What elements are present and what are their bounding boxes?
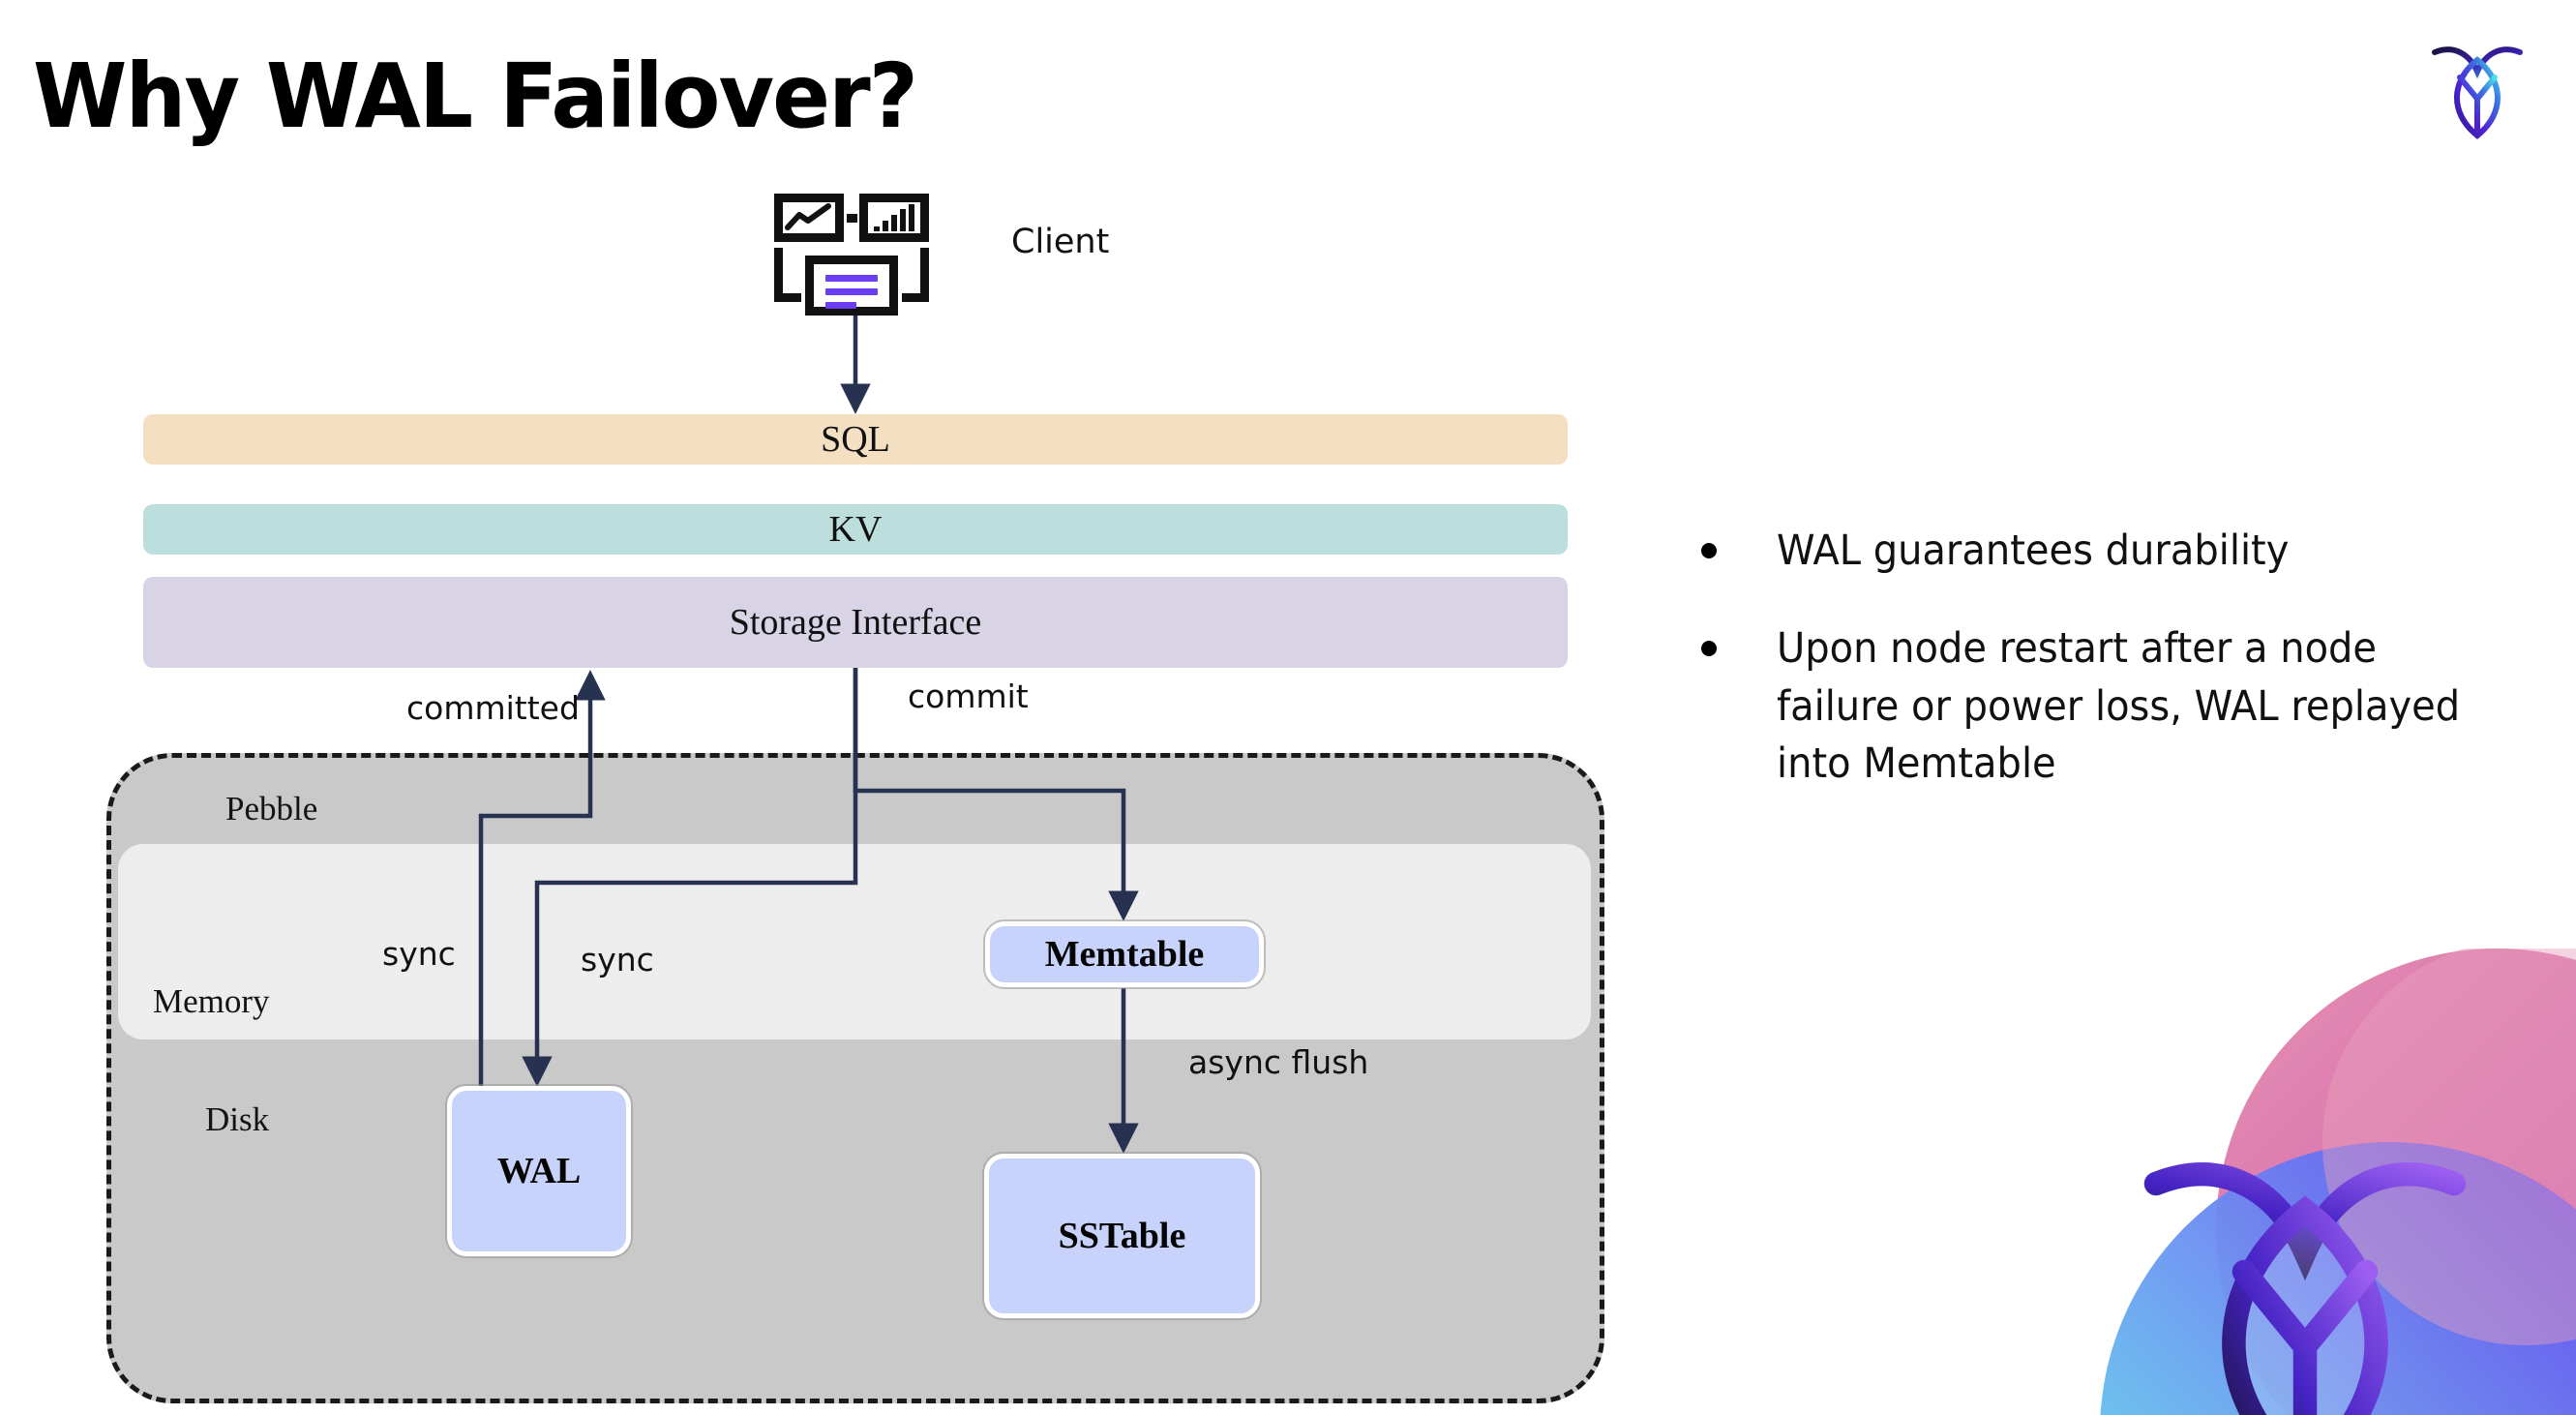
edge-label-async-flush: async flush [1188, 1043, 1369, 1081]
document-icon [805, 256, 898, 316]
entity-sstable: SSTable [984, 1154, 1260, 1318]
bracket-right-icon [902, 248, 929, 302]
entity-wal: WAL [447, 1086, 631, 1256]
region-label-memory: Memory [153, 982, 270, 1020]
edge-label-committed: committed [406, 689, 580, 727]
decorative-corner-graphic [2100, 948, 2576, 1415]
entity-memtable: Memtable [985, 921, 1264, 987]
bullet-text: WAL guarantees durability [1777, 527, 2290, 575]
entity-label-memtable: Memtable [1044, 934, 1205, 975]
bracket-left-icon [774, 248, 801, 302]
layer-label-kv: KV [828, 509, 883, 550]
layer-bar-kv: KV [143, 504, 1568, 555]
layer-bar-sql: SQL [143, 414, 1568, 465]
page-title: Why WAL Failover? [33, 45, 918, 148]
list-item: Upon node restart after a node failure o… [1701, 620, 2533, 793]
region-label-disk: Disk [205, 1100, 270, 1138]
memory-region [118, 844, 1591, 1039]
client-dashboard-icon [774, 194, 929, 316]
list-item: WAL guarantees durability [1701, 523, 2533, 580]
layer-label-storage-interface: Storage Interface [729, 602, 982, 643]
bar-chart-icon [859, 194, 929, 242]
dash-separator-icon [847, 214, 857, 223]
layer-bar-storage-interface: Storage Interface [143, 577, 1568, 668]
entity-label-sstable: SSTable [1058, 1216, 1186, 1256]
entity-label-wal: WAL [496, 1151, 582, 1191]
edge-label-sync-left: sync [382, 935, 456, 973]
line-chart-icon [774, 194, 844, 242]
client-label: Client [1011, 223, 1110, 261]
bullet-list: WAL guarantees durability Upon node rest… [1701, 523, 2533, 833]
bullet-dot-icon [1701, 641, 1717, 657]
bullet-dot-icon [1701, 543, 1717, 558]
bullet-text: Upon node restart after a node failure o… [1777, 624, 2461, 788]
cockroachdb-logo [2432, 46, 2523, 139]
layer-label-sql: SQL [821, 419, 890, 460]
edge-label-sync-right: sync [581, 941, 654, 978]
edge-label-commit: commit [908, 677, 1029, 715]
region-label-pebble: Pebble [225, 790, 318, 828]
